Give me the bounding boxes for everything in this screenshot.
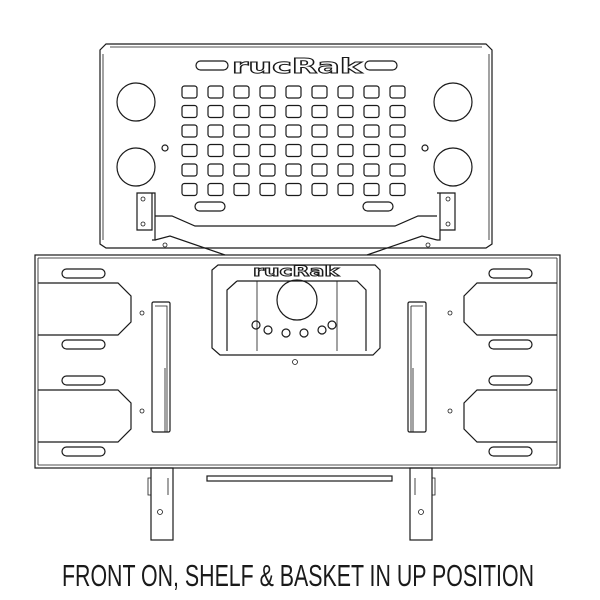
base-panel: rucRak bbox=[34, 254, 561, 469]
molle-slot bbox=[363, 104, 380, 119]
molle-slot bbox=[181, 163, 198, 177]
molle-slot bbox=[233, 104, 250, 119]
molle-slot bbox=[285, 163, 302, 177]
molle-slot bbox=[363, 85, 380, 99]
molle-slot bbox=[207, 104, 224, 119]
molle-slot bbox=[389, 182, 406, 197]
molle-slot bbox=[259, 163, 276, 177]
light-hole bbox=[116, 82, 156, 122]
molle-slot bbox=[389, 85, 406, 99]
molle-slot bbox=[363, 124, 380, 138]
molle-slot bbox=[207, 124, 224, 138]
molle-slot bbox=[337, 182, 354, 197]
light-hole bbox=[433, 82, 473, 122]
logo-slot-right bbox=[364, 60, 398, 71]
molle-slot bbox=[311, 85, 328, 99]
molle-slot bbox=[311, 124, 328, 138]
molle-slot bbox=[181, 143, 198, 158]
molle-slot bbox=[285, 182, 302, 197]
molle-slot bbox=[337, 143, 354, 158]
molle-slot bbox=[233, 124, 250, 138]
molle-slot bbox=[259, 104, 276, 119]
molle-slot bbox=[233, 85, 250, 99]
molle-slot bbox=[337, 124, 354, 138]
molle-slot bbox=[233, 143, 250, 158]
molle-slot bbox=[207, 85, 224, 99]
molle-slot bbox=[311, 143, 328, 158]
molle-slot bbox=[259, 182, 276, 197]
molle-slot bbox=[389, 163, 406, 177]
mount-legs bbox=[147, 467, 436, 541]
molle-slot bbox=[181, 182, 198, 197]
molle-slot bbox=[259, 85, 276, 99]
molle-slot bbox=[389, 124, 406, 138]
brand-logo-center: rucRak bbox=[253, 264, 340, 280]
logo-slot-left bbox=[195, 60, 229, 71]
molle-slot bbox=[259, 124, 276, 138]
brand-logo-top: rucRak bbox=[232, 54, 363, 78]
molle-slot bbox=[207, 182, 224, 197]
molle-slot bbox=[337, 85, 354, 99]
center-mount: rucRak bbox=[211, 264, 381, 356]
molle-slot bbox=[259, 143, 276, 158]
molle-grid bbox=[181, 85, 406, 197]
caption: FRONT ON, SHELF & BASKET IN UP POSITION bbox=[62, 558, 534, 593]
molle-slot bbox=[363, 182, 380, 197]
light-hole bbox=[433, 147, 473, 187]
molle-slot bbox=[363, 163, 380, 177]
side-slots bbox=[61, 268, 533, 457]
molle-slot bbox=[285, 85, 302, 99]
molle-slot bbox=[181, 124, 198, 138]
molle-slot bbox=[207, 163, 224, 177]
molle-slot bbox=[311, 163, 328, 177]
molle-slot bbox=[233, 182, 250, 197]
molle-slot bbox=[389, 143, 406, 158]
light-hole bbox=[116, 147, 156, 187]
molle-slot bbox=[207, 143, 224, 158]
molle-slot bbox=[181, 104, 198, 119]
molle-slot bbox=[389, 104, 406, 119]
molle-slot bbox=[285, 143, 302, 158]
molle-slot bbox=[337, 163, 354, 177]
molle-slot bbox=[285, 104, 302, 119]
shelf-panel: rucRak bbox=[99, 43, 493, 256]
molle-slot bbox=[311, 182, 328, 197]
molle-slot bbox=[363, 143, 380, 158]
molle-slot bbox=[233, 163, 250, 177]
molle-slot bbox=[285, 124, 302, 138]
molle-slot bbox=[337, 104, 354, 119]
molle-slot bbox=[181, 85, 198, 99]
molle-slot bbox=[311, 104, 328, 119]
